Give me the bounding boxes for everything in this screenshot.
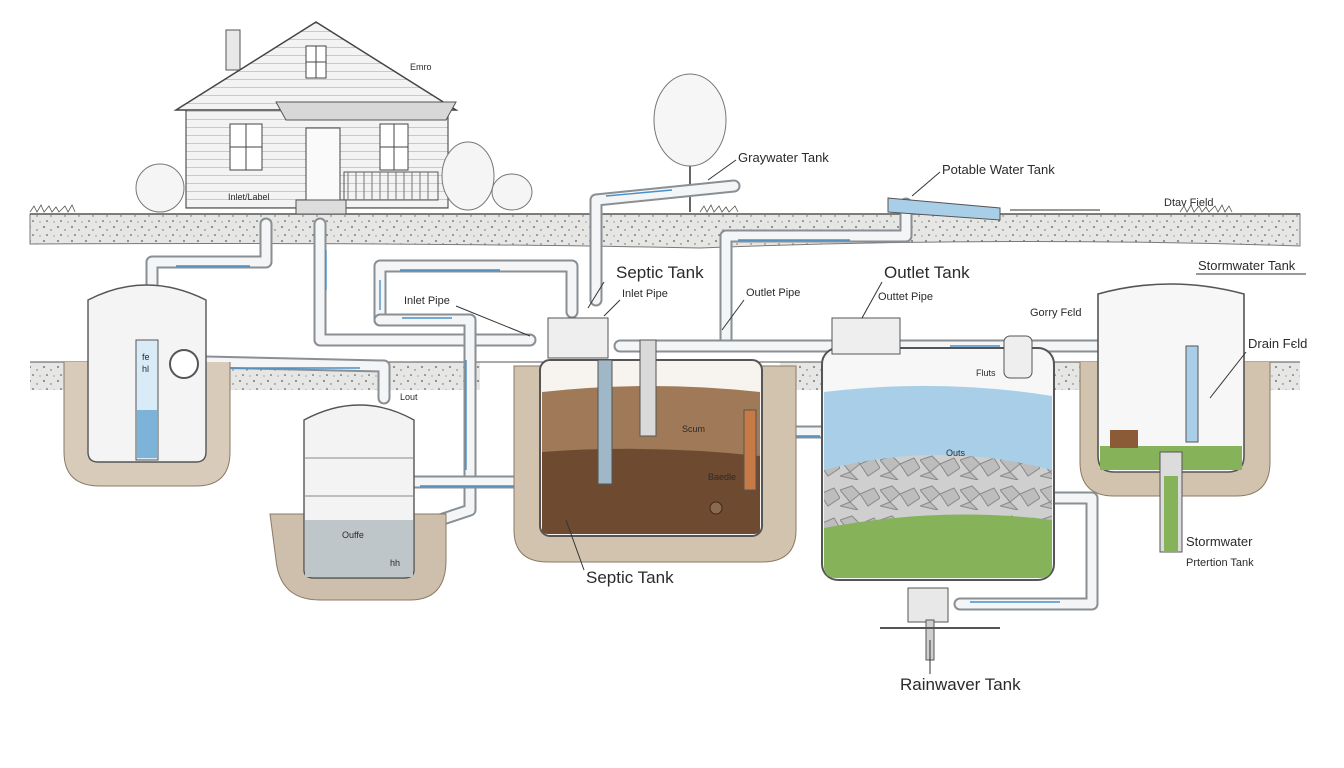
ground-surface [29,204,1301,249]
draw-field-label: Dtav Field [1164,197,1214,209]
outlet-tank-label: Outlet Tank [884,263,970,282]
house-inlet-box-label: Inlet/Label [228,192,270,202]
outs-label: Outs [946,448,966,458]
labels: Graywater Tank Potable Water Tank Dtav F… [404,150,1307,694]
fluts-label: Fluts [976,368,996,378]
graywater-tank-label: Graywater Tank [738,150,829,165]
potable-water-tank-label: Potable Water Tank [942,162,1055,177]
potable-water-tank [887,197,1100,221]
stormwater-bottom-label-2: Prtertion Tank [1186,557,1254,569]
well-tank: fe hl [63,284,231,487]
tank-mark-label: hh [390,558,400,568]
stormwater-tank-top-label: Stormwater Tank [1198,258,1296,273]
baedle-label: Baedle [708,472,736,482]
septic-tank: Scum Baedle [513,317,797,563]
well-mark-1: fe [142,352,150,362]
lout-label: Lout [400,392,418,402]
gorry-field-label: Gorry Fєld [1030,307,1081,319]
tree [653,73,727,212]
outfle-label: Ouffe [342,530,364,540]
graywater-holding-tank: Lout Ouffe hh [269,392,447,601]
stormwater-tank [1079,283,1271,553]
outlet-pipe-label: Outlet Pipe [746,287,800,299]
house: Emro Inlet/Label [173,21,459,215]
drain-field-label: Drain Fєld [1248,336,1307,351]
scum-label: Scum [682,424,705,434]
stormwater-bottom-label-1: Stormwater [1186,534,1253,549]
septic-tank-top-label: Septic Tank [616,263,704,282]
house-sign-label: Emro [410,62,432,72]
outlet-tank: Fluts Outs [821,317,1055,581]
septic-tank-bottom-label: Septic Tank [586,568,674,587]
rainwater-tank-label: Rainwaver Tank [900,675,1021,694]
outlet-pipe-small-label: Outtet Pipe [878,291,933,303]
inlet-pipe-small-label: Inlet Pipe [622,288,668,300]
shrubs [135,141,533,213]
well-mark-2: hl [142,364,149,374]
inlet-pipe-label: Inlet Pipe [404,295,450,307]
